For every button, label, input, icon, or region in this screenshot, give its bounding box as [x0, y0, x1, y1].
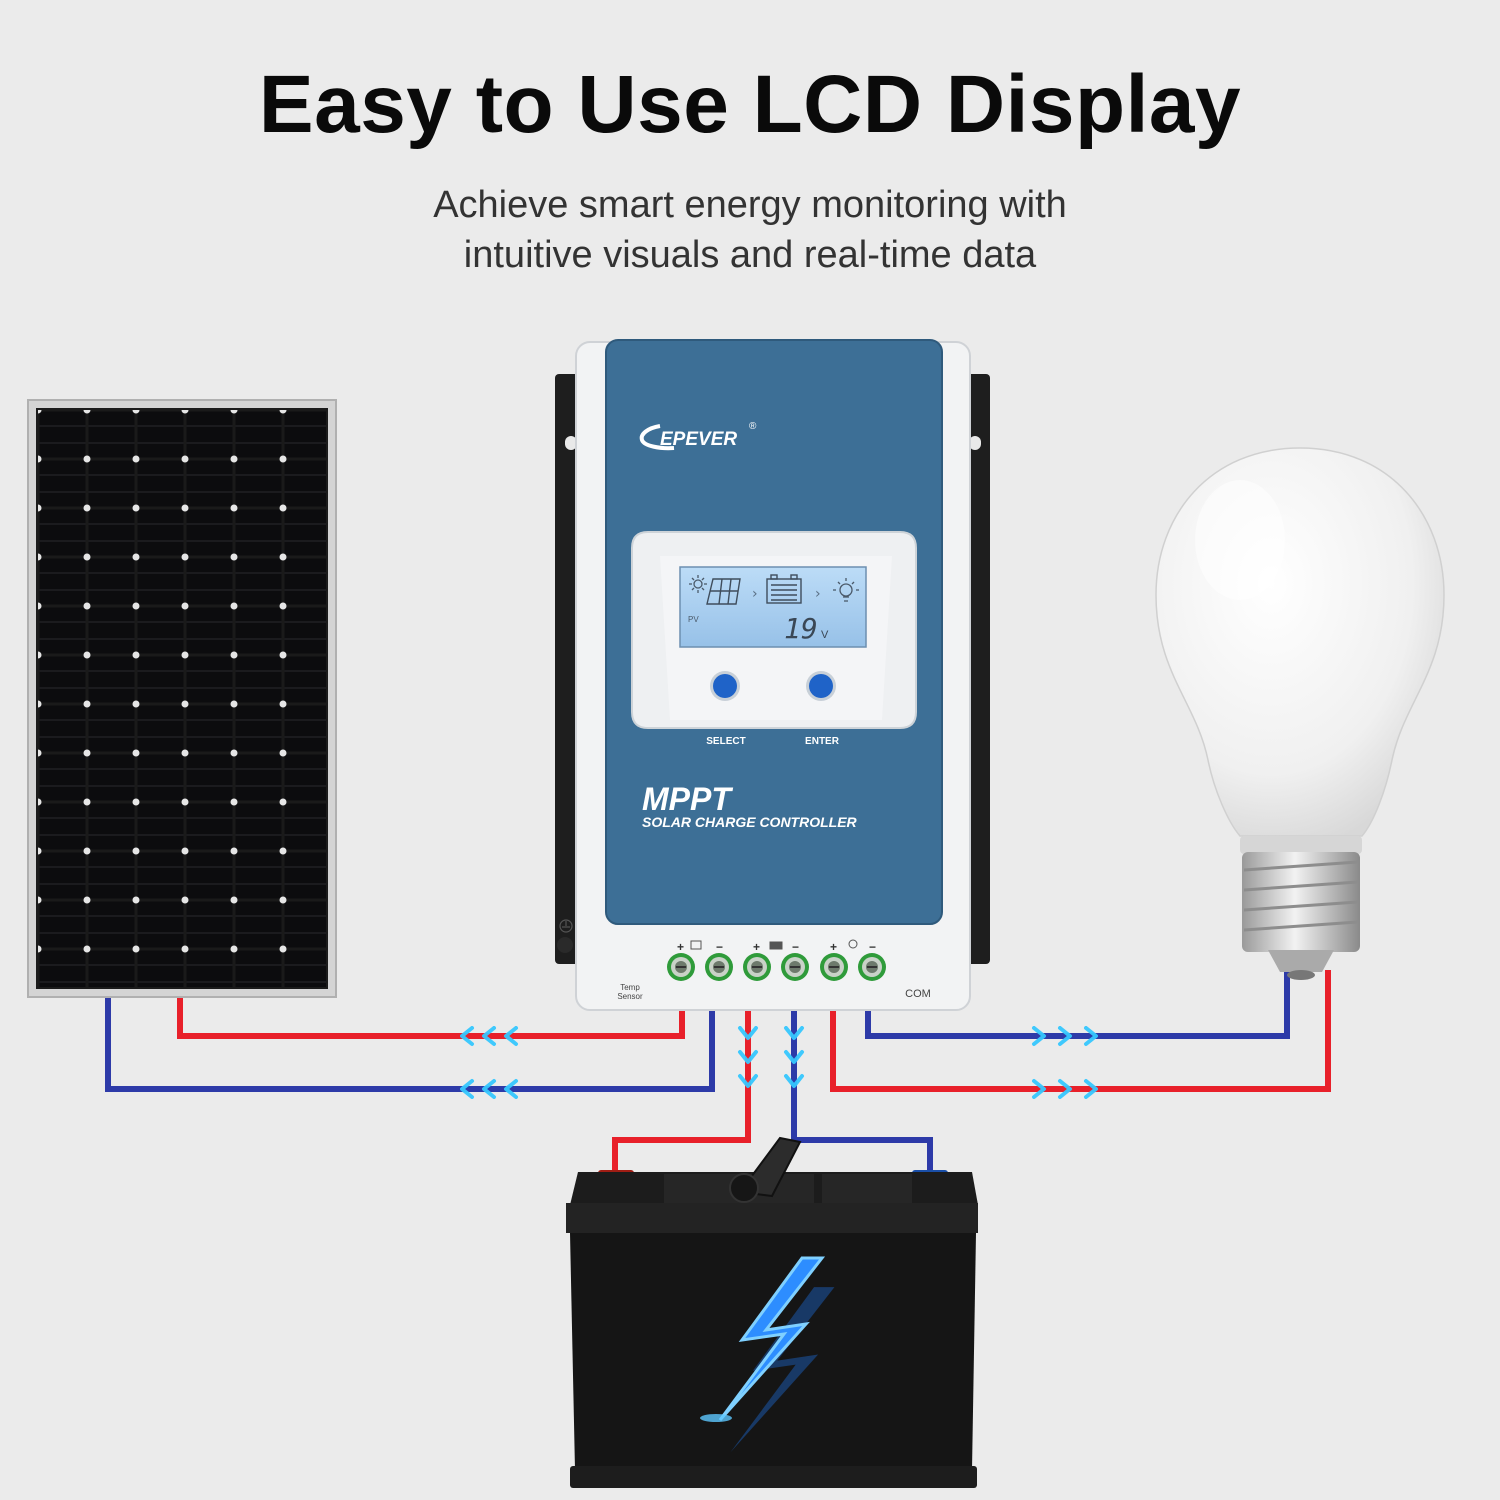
battery-negative-wire [791, 1008, 933, 1178]
pv-minus-mark: − [716, 940, 723, 954]
pv-plus-mark: + [677, 940, 684, 954]
select-button[interactable] [710, 671, 740, 701]
sun-icon [689, 575, 707, 593]
pv-negative-wire [105, 998, 715, 1092]
solar-panel-icon [27, 399, 337, 998]
load-positive-wire [830, 970, 1331, 1092]
lcd-arrow-2: › [815, 586, 821, 602]
subtitle-line-2: intuitive visuals and real-time data [463, 234, 1037, 276]
load-negative-wire [865, 970, 1290, 1039]
bat-plus-mark: + [753, 940, 760, 954]
com-label: COM [905, 988, 931, 1000]
epever-logo: EPEVER ® [639, 421, 757, 451]
ground-icon [559, 919, 573, 933]
lcd-pv-label: PV [688, 615, 699, 624]
terminal-battery-negative [781, 953, 809, 981]
car-battery [566, 1136, 978, 1488]
terminal-battery-positive [743, 953, 771, 981]
flow-arrows [460, 1026, 1098, 1099]
terminal-pv-negative [705, 953, 733, 981]
temp-sensor-label-1: Temp [620, 983, 640, 992]
product-subtitle: SOLAR CHARGE CONTROLLER [642, 814, 858, 830]
pv-positive-wire [177, 998, 685, 1039]
load-minus-mark: − [869, 940, 876, 954]
lcd-solar-panel-icon [706, 578, 741, 605]
bat-minus-mark: − [792, 940, 799, 954]
terminal-load-positive [820, 953, 848, 981]
load-plus-mark: + [830, 940, 837, 954]
terminal-block [667, 953, 886, 981]
terminal-symbols [690, 939, 858, 950]
wires [105, 970, 1331, 1178]
lcd-screen: › › PV [679, 566, 867, 648]
brand-label: EPEVER [660, 429, 737, 450]
lcd-voltage-unit: V [821, 629, 829, 641]
enter-label: ENTER [805, 736, 840, 747]
lightning-icon [700, 1256, 835, 1453]
battery-icon [766, 574, 802, 604]
page-title: Easy to Use LCD Display [258, 59, 1242, 150]
subtitle-line-1: Achieve smart energy monitoring with [433, 184, 1067, 226]
product-name: MPPT [642, 781, 733, 817]
select-label: SELECT [706, 736, 745, 747]
light-bulb [1155, 447, 1445, 980]
terminal-pv-positive [667, 953, 695, 981]
enter-button[interactable] [806, 671, 836, 701]
battery-positive-wire [612, 1008, 751, 1178]
registered-mark: ® [749, 421, 757, 432]
terminal-load-negative [858, 953, 886, 981]
lcd-arrow-1: › [752, 586, 758, 602]
charge-controller: EPEVER ® › [555, 339, 990, 1011]
lcd-voltage-value: 19 [784, 612, 818, 645]
temp-sensor-label-2: Sensor [617, 992, 643, 1001]
bulb-icon [833, 578, 859, 602]
